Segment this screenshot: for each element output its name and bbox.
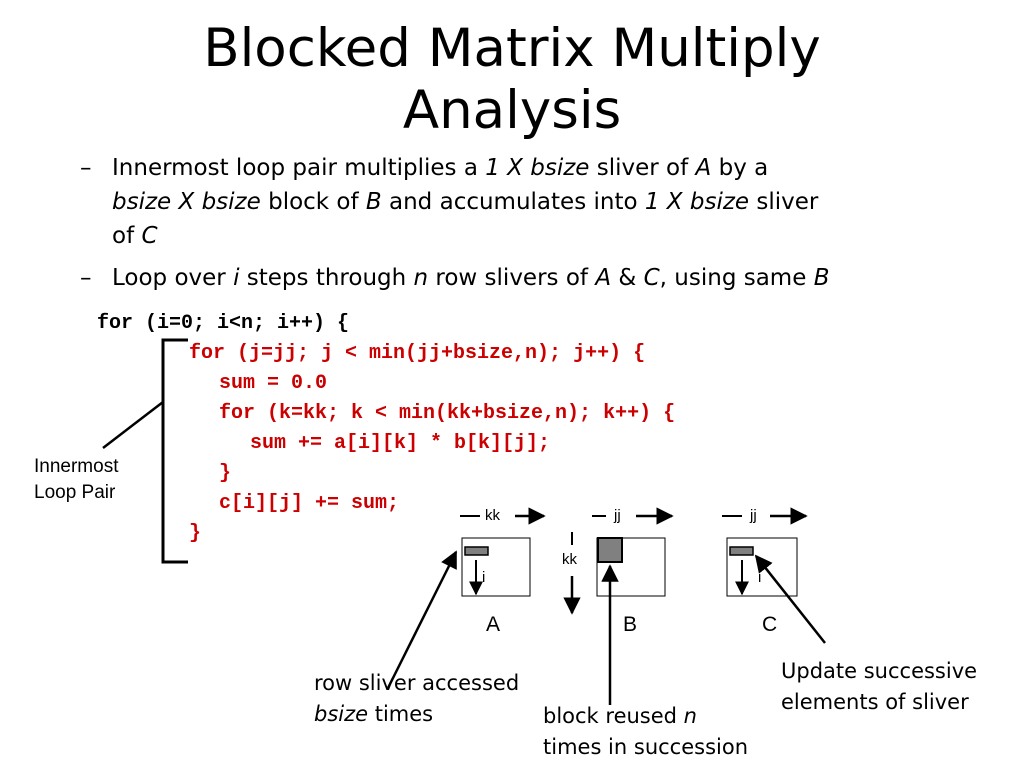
matrix-a-box [461, 537, 531, 597]
code-line-5: sum += a[i][k] * b[k][j]; [250, 432, 551, 455]
matrix-a-row-label: i [482, 569, 486, 586]
code-line-8: } [189, 522, 202, 545]
bracket-pointer-line [102, 401, 164, 449]
matrix-c-row-label: i [758, 569, 762, 586]
row-sliver-pointer [386, 550, 458, 689]
matrix-a-row-sliver [464, 546, 489, 556]
matrix-a-col-label: kk [485, 507, 500, 524]
code-line-2: for (j=jj; j < min(jj+bsize,n); j++) { [189, 342, 646, 365]
code-line-7: c[i][j] += sum; [219, 492, 400, 515]
bullet-1-line-1: Innermost loop pair multiplies a 1 X bsi… [112, 155, 769, 181]
matrix-c-box [726, 537, 798, 597]
update-pointer [754, 554, 826, 644]
matrix-c-col-label: jj [750, 507, 757, 524]
matrix-b-block [597, 537, 623, 563]
bullet-2: – Loop over i steps through n row sliver… [80, 261, 1000, 295]
title-line-1: Blocked Matrix Multiply [203, 18, 821, 79]
matrix-a-name: A [486, 613, 501, 636]
matrix-b-row-label: kk [562, 551, 577, 568]
bullet-1-text: Innermost loop pair multiplies a 1 X bsi… [112, 151, 818, 253]
bullet-dash: – [80, 155, 92, 181]
bullet-dash: – [80, 265, 92, 291]
code-line-6: } [219, 462, 232, 485]
page-title: Blocked Matrix Multiply Analysis [0, 18, 1024, 142]
bullet-2-text: Loop over i steps through n row slivers … [112, 265, 830, 291]
bullet-1-line-3: of C [112, 223, 158, 249]
matrix-b-name: B [623, 613, 638, 636]
loop-bracket [161, 338, 188, 564]
bullet-1: – Innermost loop pair multiplies a 1 X b… [80, 151, 1000, 261]
block-reused-annotation: block reused n times in succession [543, 704, 749, 759]
bullet-1-line-2: bsize X bsize block of B and accumulates… [112, 189, 819, 215]
matrix-b-box [596, 537, 666, 597]
matrix-b-col-label: jj [614, 507, 621, 524]
matrix-c-row-sliver [729, 546, 754, 556]
title-line-2: Analysis [402, 80, 622, 141]
matrix-c-name: C [762, 613, 778, 636]
innermost-loop-pair-label: Innermost Loop Pair [34, 456, 119, 503]
code-line-1: for (i=0; i<n; i++) { [97, 312, 350, 335]
update-annotation: Update successive elements of sliver [781, 659, 978, 714]
code-line-4: for (k=kk; k < min(kk+bsize,n); k++) { [219, 402, 676, 425]
row-sliver-annotation: row sliver accessed bsize times [314, 671, 520, 726]
code-line-3: sum = 0.0 [219, 372, 328, 395]
